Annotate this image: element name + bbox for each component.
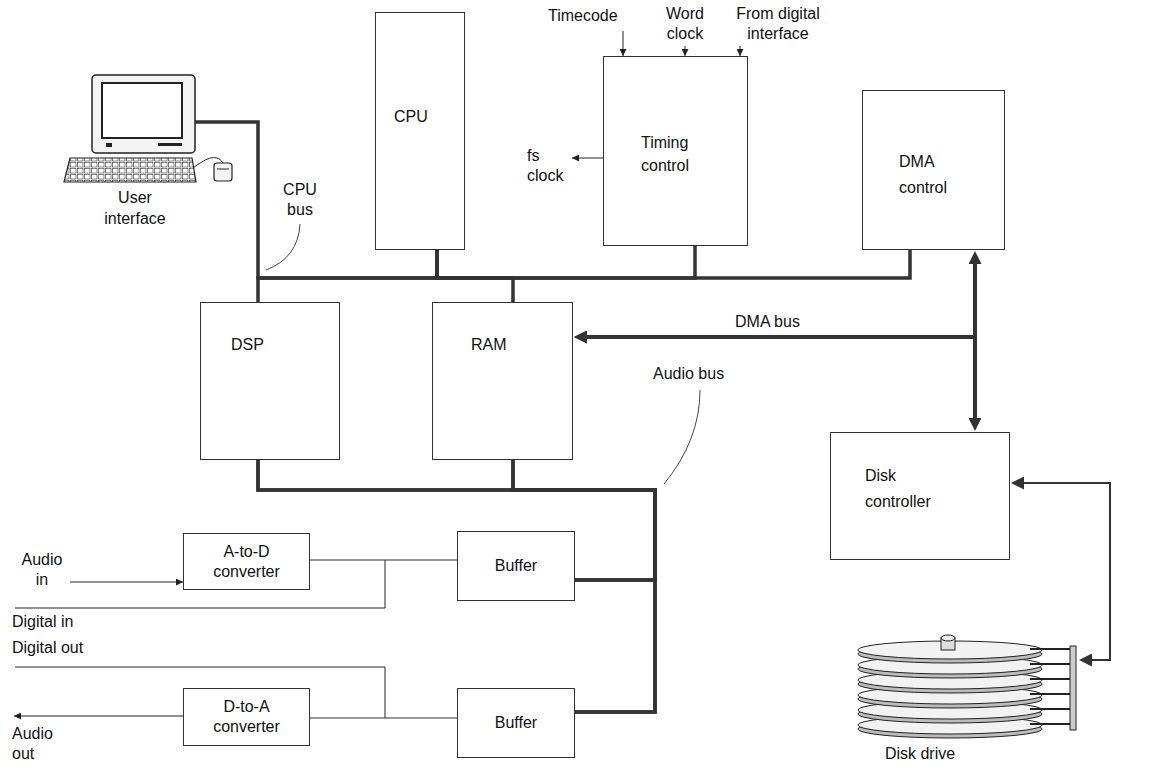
node-text: D-to-A converter <box>197 697 297 737</box>
keyboard <box>64 158 196 182</box>
device-label-area: User interface <box>60 72 195 244</box>
bus-label: CPU bus <box>278 180 322 220</box>
signal-name: Audio in <box>17 550 67 590</box>
leader-line <box>664 390 700 484</box>
converter-box: A-to-D converter <box>183 533 310 590</box>
head-arm <box>1030 648 1070 650</box>
bus-line <box>437 250 513 302</box>
leader-line <box>266 224 300 270</box>
head-post <box>1070 646 1076 730</box>
signal-name: Digital out <box>12 638 132 658</box>
timecode-arrow <box>623 31 624 56</box>
monitor-screen <box>102 83 182 138</box>
bus-line <box>258 250 437 302</box>
converter-box: D-to-A converter <box>183 688 310 746</box>
bus-line <box>258 460 655 712</box>
head-arm <box>1030 708 1070 710</box>
fs-clock-arrow <box>572 158 603 159</box>
head-arm <box>1030 663 1070 665</box>
signal-name: Audio out <box>12 724 62 764</box>
device-label-area: Disk drive <box>850 630 1078 768</box>
node-text: Buffer <box>495 713 537 733</box>
node-text: Timing control <box>641 131 721 177</box>
word-clock-arrow <box>685 46 686 56</box>
bus-label: DMA bus <box>735 312 835 332</box>
head-arm <box>1030 693 1070 695</box>
node-text: User interface <box>90 188 180 230</box>
process-box: Disk controller <box>830 432 1010 560</box>
process-box: Timing control <box>603 56 748 246</box>
node-text: RAM <box>471 333 507 356</box>
process-box: RAM <box>432 302 573 460</box>
bus-line <box>437 246 695 278</box>
signal-name: Timecode <box>548 6 638 26</box>
digital-interface-arrow <box>740 46 741 56</box>
bus-arrow <box>1024 483 1110 660</box>
node-text: CPU <box>394 105 428 128</box>
spindle-top <box>941 635 955 641</box>
monitor-case <box>92 75 195 153</box>
signal-name: From digital interface <box>726 4 830 44</box>
buffer-box: Buffer <box>457 531 575 601</box>
bus-line <box>310 560 457 561</box>
node-text: Disk controller <box>865 463 965 514</box>
audio-in-arrow <box>70 582 183 583</box>
disk-stack <box>858 635 1076 738</box>
mouse-button <box>217 169 229 170</box>
head-arm <box>1030 678 1070 680</box>
node-text: A-to-D converter <box>197 542 297 582</box>
head-arm <box>1030 723 1070 725</box>
audio-out-arrow <box>14 716 183 717</box>
bus-line <box>437 250 910 278</box>
process-box: CPU <box>375 12 465 250</box>
signal-name: Digital in <box>12 612 132 632</box>
bus-arrow <box>587 264 975 337</box>
node-text: Disk drive <box>870 744 970 763</box>
node-text: Buffer <box>495 556 537 576</box>
node-text: DSP <box>231 333 264 356</box>
mouse <box>214 163 232 181</box>
bus-line <box>310 718 457 719</box>
bus-arrow <box>587 337 975 418</box>
bus-label: Audio bus <box>653 364 753 384</box>
process-box: DMA control <box>862 90 1005 250</box>
signal-name: fs clock <box>527 146 571 186</box>
monitor-detail <box>106 143 112 147</box>
monitor-slot <box>158 143 182 146</box>
buffer-box: Buffer <box>457 688 575 758</box>
process-box: DSP <box>200 302 340 460</box>
node-text: DMA control <box>899 149 979 200</box>
signal-name: Word clock <box>650 4 720 44</box>
